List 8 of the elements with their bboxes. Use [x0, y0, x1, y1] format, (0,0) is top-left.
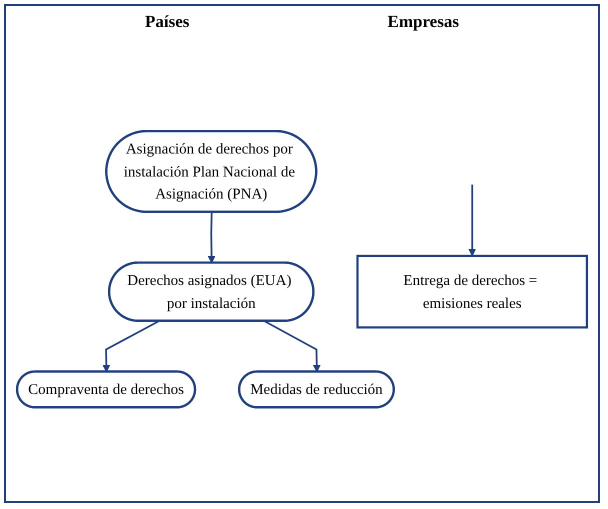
arrow: [102, 320, 160, 373]
node-box: [356, 255, 588, 329]
frame: Países Empresas Asignación de derechos por instalación Plan Nacional de Asignación (PNA) Derechos asignados (EUA) por instalación Compraventa de derechos Medidas de reducción Entrega de derechos = emisiones reales: [4, 4, 600, 503]
column-heading: Países: [145, 12, 190, 32]
arrow: [468, 185, 476, 257]
arrow: [208, 212, 216, 264]
column-heading: Empresas: [387, 12, 459, 32]
arrow: [264, 320, 321, 373]
